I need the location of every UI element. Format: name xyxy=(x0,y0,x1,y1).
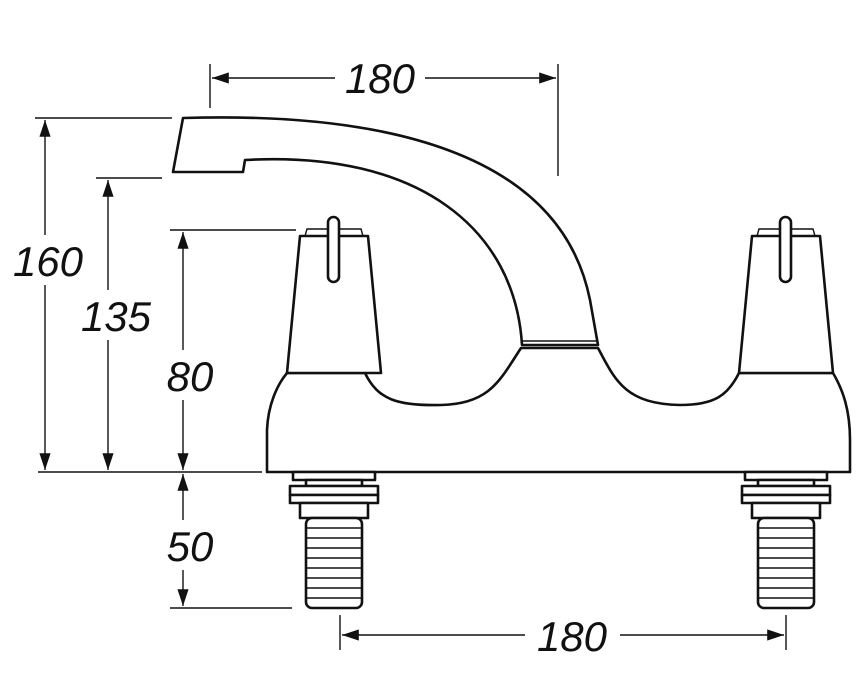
spout-reach-label: 180 xyxy=(345,55,416,102)
total-height-label: 160 xyxy=(13,238,84,285)
tail-length-label: 50 xyxy=(167,523,214,570)
dimension-lines xyxy=(35,64,787,650)
spout xyxy=(171,116,600,347)
left-handle xyxy=(285,215,383,375)
right-tail-fitting xyxy=(740,470,832,610)
tap-centres-label: 180 xyxy=(537,613,608,660)
right-handle xyxy=(737,215,835,375)
spout-outlet-height-label: 135 xyxy=(81,293,152,340)
left-tail-fitting xyxy=(288,470,380,610)
handle-height-label: 80 xyxy=(167,353,214,400)
